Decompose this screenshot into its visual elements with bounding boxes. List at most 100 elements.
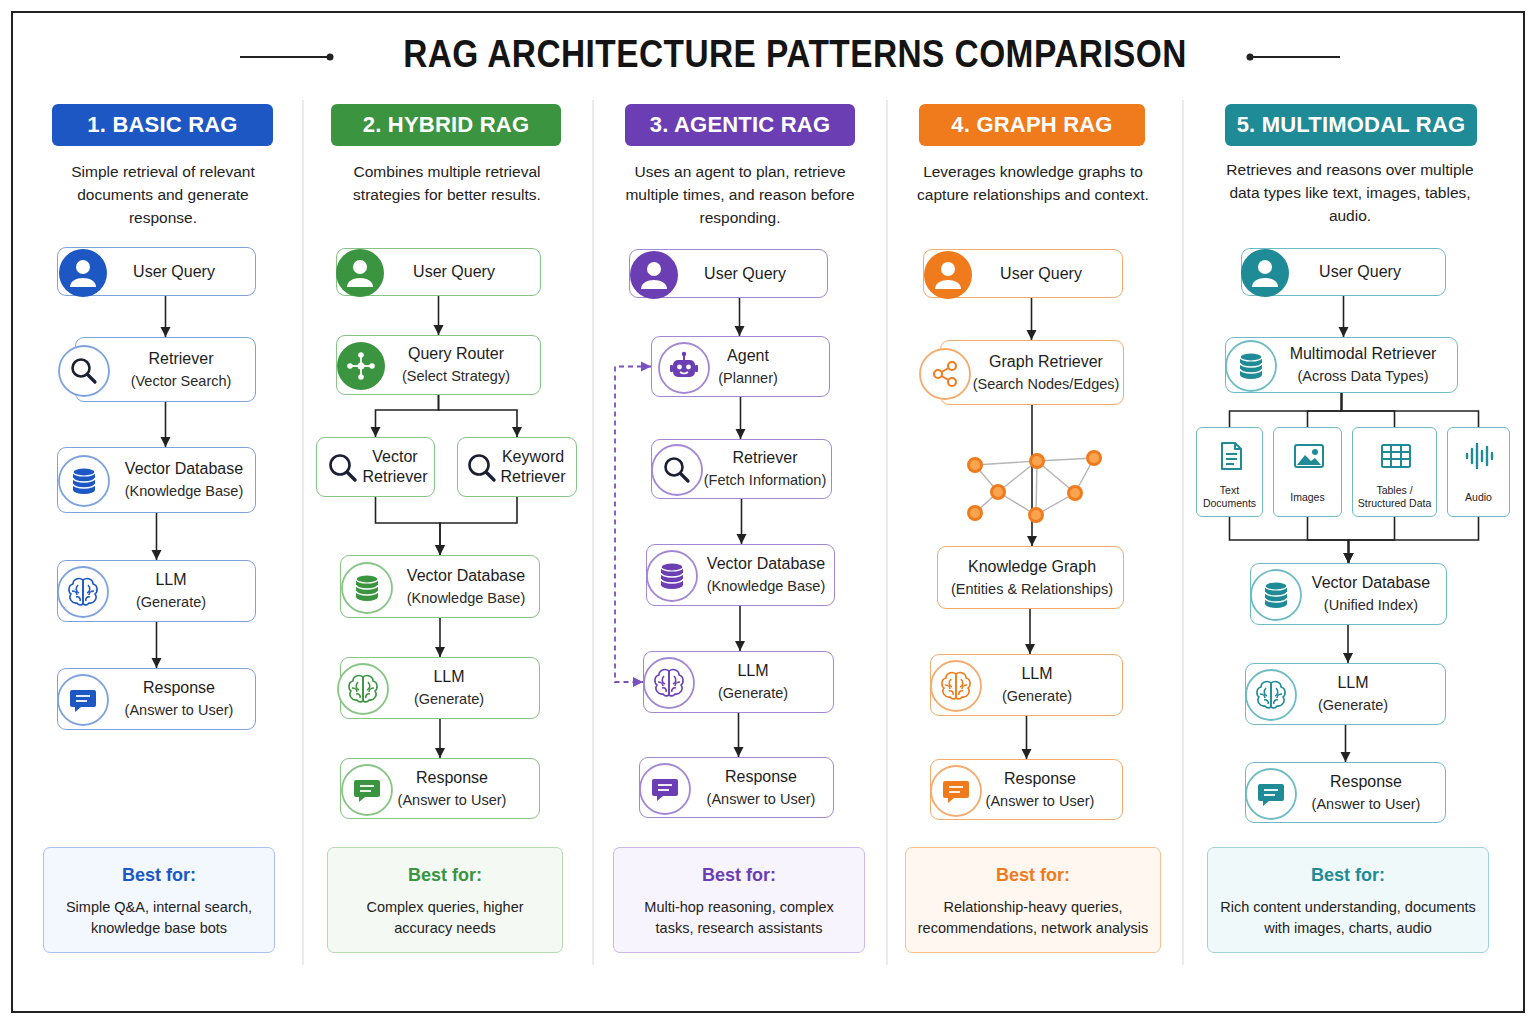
flow-connector	[1342, 393, 1395, 427]
flow-connector	[152, 513, 162, 560]
flow-connector	[434, 296, 444, 335]
icon-part	[1246, 670, 1296, 720]
icon-part	[681, 474, 689, 482]
connector-line	[1230, 517, 1349, 563]
arrow-head	[435, 545, 445, 555]
column-divider	[592, 100, 593, 965]
process-box: User Query	[1241, 248, 1446, 296]
db-icon	[56, 453, 112, 509]
router-icon	[333, 338, 389, 394]
connector-line	[739, 606, 741, 651]
best-for-heading: Best for:	[328, 865, 562, 886]
arrow-head	[735, 641, 745, 651]
flow-connector	[1344, 517, 1479, 563]
text-wrap: Graph Retriever(Search Nodes/Edges)	[967, 341, 1125, 404]
process-box: Knowledge Graph(Entities & Relationships…	[937, 546, 1124, 609]
flow-connector	[1343, 625, 1353, 663]
icon-part	[1382, 445, 1410, 467]
icon-part	[349, 676, 363, 702]
icon-part	[76, 260, 90, 274]
flow-connector	[1027, 298, 1037, 340]
icon-part	[70, 278, 96, 287]
db-icon	[1248, 567, 1304, 623]
flow-connector	[736, 397, 746, 439]
box-subtitle: (Answer to User)	[125, 701, 234, 720]
text-wrap: Retriever(Fetch Information)	[697, 440, 833, 498]
icon-part	[1470, 449, 1472, 463]
text-wrap: Response(Answer to User)	[101, 669, 257, 729]
box-title: LLM	[155, 570, 186, 590]
arrow-head	[633, 677, 643, 687]
best-for-heading: Best for:	[1208, 865, 1488, 886]
connector-line	[1349, 517, 1395, 563]
icon-part	[1467, 444, 1492, 468]
page-title: RAG ARCHITECTURE PATTERNS COMPARISON	[267, 33, 1323, 76]
flow-connector	[1230, 393, 1342, 427]
icon-part	[83, 579, 97, 605]
flow-connector	[439, 395, 523, 437]
box-subtitle: (Entities & Relationships)	[951, 580, 1113, 599]
box-title: Vector Database	[125, 459, 243, 479]
icon-part	[1382, 451, 1410, 453]
arrow-head	[1025, 644, 1035, 654]
icon-part	[934, 362, 956, 386]
search-icon	[649, 442, 705, 498]
graph-link	[1036, 493, 1075, 515]
chat-icon	[1243, 766, 1299, 822]
icon-part	[941, 262, 955, 276]
arrow-head	[435, 545, 445, 555]
icon-part	[673, 360, 695, 377]
icon-part	[1490, 453, 1492, 459]
process-box: Keyword Retriever	[457, 437, 577, 497]
user-icon	[626, 247, 682, 303]
graph-vertex	[1031, 455, 1044, 468]
icon-part	[695, 365, 698, 372]
graph-vertex	[992, 486, 1005, 499]
process-box: Response(Answer to User)	[57, 668, 256, 730]
best-for-text: Multi-hop reasoning, complex tasks, rese…	[624, 897, 854, 939]
box-subtitle: (Knowledge Base)	[707, 577, 826, 596]
arrow-head	[161, 327, 171, 337]
connector-line	[165, 296, 167, 337]
title-rule	[1250, 56, 1340, 58]
graph-link	[975, 465, 998, 492]
box-title: Retriever	[733, 448, 798, 468]
icon-part	[69, 579, 83, 605]
icon-part	[347, 363, 353, 369]
column-description: Simple retrieval of relevant documents a…	[48, 160, 278, 229]
icon-part	[948, 362, 956, 370]
connector-line	[376, 395, 439, 437]
icon-part	[956, 673, 970, 699]
connector-line	[1230, 393, 1342, 427]
text-wrap: Tables / Structured Data	[1354, 480, 1435, 514]
graph-vertex	[1088, 452, 1101, 465]
audio-icon	[1460, 436, 1500, 476]
text-wrap: User Query	[661, 250, 829, 297]
icon-part	[76, 695, 90, 697]
icon-part	[931, 766, 981, 816]
icon-part	[1258, 260, 1272, 274]
title-dot	[327, 54, 334, 61]
icon-part	[680, 372, 688, 374]
icon-part	[58, 567, 108, 617]
brain-icon	[641, 655, 697, 711]
db-icon	[1223, 338, 1279, 394]
icon-part	[652, 445, 702, 495]
box-title: Query Router	[408, 344, 504, 364]
flow-connector	[1344, 517, 1395, 563]
arrow-head	[737, 534, 747, 544]
process-box: Response(Answer to User)	[930, 759, 1123, 820]
icon-part	[338, 664, 388, 714]
text-wrap: Multimodal Retriever(Across Data Types)	[1267, 338, 1459, 392]
process-box: Multimodal Retriever(Across Data Types)	[1225, 337, 1458, 393]
text-wrap: Vector Database(Unified Index)	[1294, 564, 1448, 624]
connector-line	[1342, 393, 1479, 427]
arrow-head	[1022, 749, 1032, 759]
connector-line	[1031, 405, 1033, 546]
pattern-header: 1. BASIC RAG	[52, 104, 273, 146]
text-wrap: Response(Answer to User)	[687, 758, 835, 817]
icon-part	[358, 374, 364, 380]
connector-line	[156, 622, 158, 668]
connector-line	[1031, 298, 1033, 340]
text-wrap: Keyword Retriever	[488, 438, 578, 496]
